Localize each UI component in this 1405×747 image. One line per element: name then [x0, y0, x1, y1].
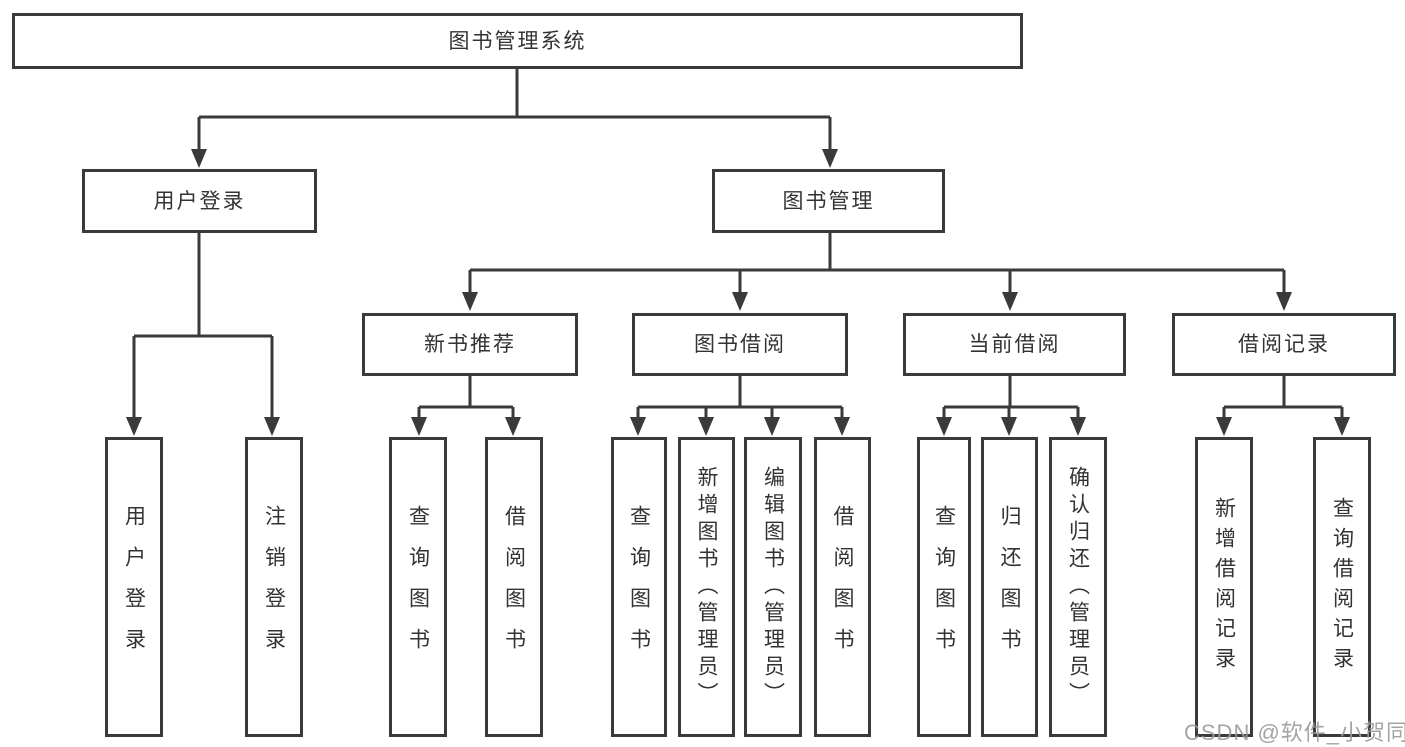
leaf-borrow-books-recommend: 借阅图书	[485, 437, 543, 737]
csdn-watermark: CSDN @软件_小贺同学	[1184, 720, 1405, 745]
node-current-borrowing: 当前借阅	[903, 313, 1126, 376]
leaf-edit-book-admin: 编辑图书（管理员）	[744, 437, 802, 737]
leaf-return-book: 归还图书	[981, 437, 1038, 737]
leaf-query-books-current: 查询图书	[917, 437, 971, 737]
leaf-borrow-books-borrowing: 借阅图书	[814, 437, 871, 737]
leaf-logout-login: 注销登录	[245, 437, 303, 737]
leaf-query-books-borrowing: 查询图书	[611, 437, 667, 737]
leaf-confirm-return-admin: 确认归还（管理员）	[1049, 437, 1107, 737]
leaf-user-login: 用户登录	[105, 437, 163, 737]
leaf-add-borrow-record: 新增借阅记录	[1195, 437, 1253, 737]
node-library-system: 图书管理系统	[12, 13, 1023, 69]
leaf-query-books-recommend: 查询图书	[389, 437, 447, 737]
node-new-book-recommendation: 新书推荐	[362, 313, 578, 376]
leaf-query-borrow-record: 查询借阅记录	[1313, 437, 1371, 737]
node-book-borrowing: 图书借阅	[632, 313, 848, 376]
arrowheads	[126, 149, 1350, 436]
node-borrowing-records: 借阅记录	[1172, 313, 1396, 376]
node-book-management: 图书管理	[712, 169, 945, 233]
node-user-login: 用户登录	[82, 169, 317, 233]
leaf-add-book-admin: 新增图书（管理员）	[678, 437, 735, 737]
